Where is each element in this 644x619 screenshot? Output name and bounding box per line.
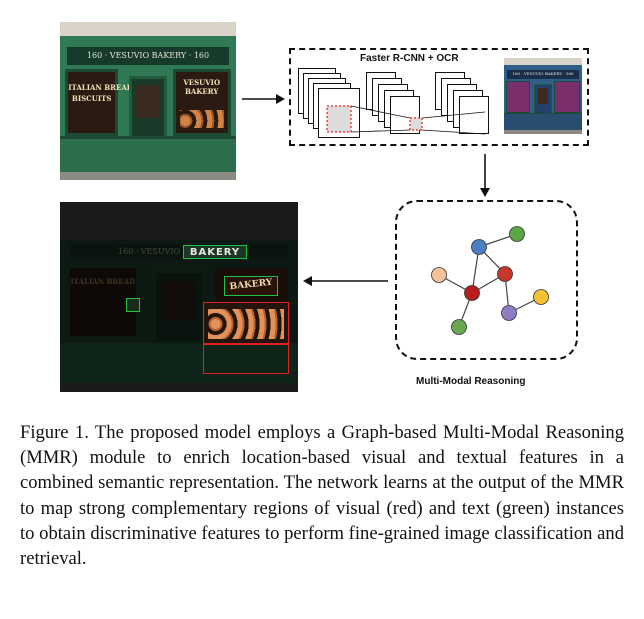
input-storefront-photo: 160 · VESUVIO BAKERY · 160 ITALIAN BREAD… <box>60 22 236 180</box>
photo-base <box>504 113 582 134</box>
photo-window-left: ITALIAN BREAD <box>67 264 139 339</box>
bread-display <box>179 109 224 128</box>
graph-node <box>451 319 467 335</box>
detection-pipeline-box <box>289 48 589 146</box>
photo-sidewalk <box>60 382 298 392</box>
window-left-text: ITALIAN BREAD <box>70 277 136 287</box>
text-region-highlight: BAKERY <box>183 245 247 259</box>
graph-node <box>509 226 525 242</box>
graph-node <box>501 305 517 321</box>
figure-caption: Figure 1. The proposed model employs a G… <box>20 422 624 570</box>
text-region-highlight: BAKERY <box>224 276 278 296</box>
roi-box-large <box>326 105 352 133</box>
reasoning-label: Multi-Modal Reasoning <box>416 376 526 387</box>
visual-region-highlight <box>203 344 289 374</box>
arrow-right-icon <box>242 94 285 104</box>
pipeline-label: Faster R-CNN + OCR <box>360 53 459 64</box>
window-left-text2: BISCUITS <box>71 94 112 104</box>
feature-map <box>459 96 489 134</box>
photo-sign: 160 · VESUVIO BAKERY · 160 <box>67 47 229 65</box>
photo-sidewalk <box>504 130 582 134</box>
text-region-highlight <box>126 298 140 312</box>
door-pane <box>162 281 196 320</box>
photo-window-right <box>553 80 580 113</box>
bakery-sign-text: BAKERY <box>189 247 241 258</box>
photo-window-left <box>506 80 530 113</box>
graph-node <box>533 289 549 305</box>
photo-sky <box>60 22 236 37</box>
graph-node <box>497 266 513 282</box>
graph-node <box>464 285 480 301</box>
window-right-text2: BAKERY <box>185 86 219 96</box>
door-pane <box>537 88 549 105</box>
photo-sign: 160 · VESUVIO BAKERY · 160 <box>507 70 579 79</box>
door-pane <box>136 85 160 119</box>
photo-sidewalk <box>60 172 236 180</box>
arrow-down-icon <box>480 154 490 197</box>
window-right-text: VESUVIO <box>183 78 221 88</box>
photo-sign: 160 · VESUVIO BAKERY · 160 <box>69 243 289 259</box>
bakery-window-text: BAKERY <box>229 277 273 293</box>
thumbnail-storefront-photo: 160 · VESUVIO BAKERY · 160 <box>504 58 582 134</box>
arrow-left-icon <box>303 276 388 286</box>
region-projection-lines <box>326 105 486 135</box>
visual-region-highlight <box>203 302 289 344</box>
photo-window-right: VESUVIO BAKERY <box>172 69 231 136</box>
photo-sky <box>60 202 298 240</box>
photo-sky <box>504 58 582 65</box>
reasoning-graph-box <box>395 200 578 360</box>
graph-node <box>431 267 447 283</box>
output-attention-photo: 160 · VESUVIO BAKERY · 160 ITALIAN BREAD… <box>60 202 298 392</box>
photo-window-left: ITALIAN BREAD BISCUITS <box>65 69 133 136</box>
window-left-text: ITALIAN BREAD <box>68 83 133 93</box>
reasoning-graph <box>431 226 549 335</box>
graph-node <box>471 239 487 255</box>
bread-display <box>208 309 284 339</box>
roi-box-small <box>409 117 423 131</box>
